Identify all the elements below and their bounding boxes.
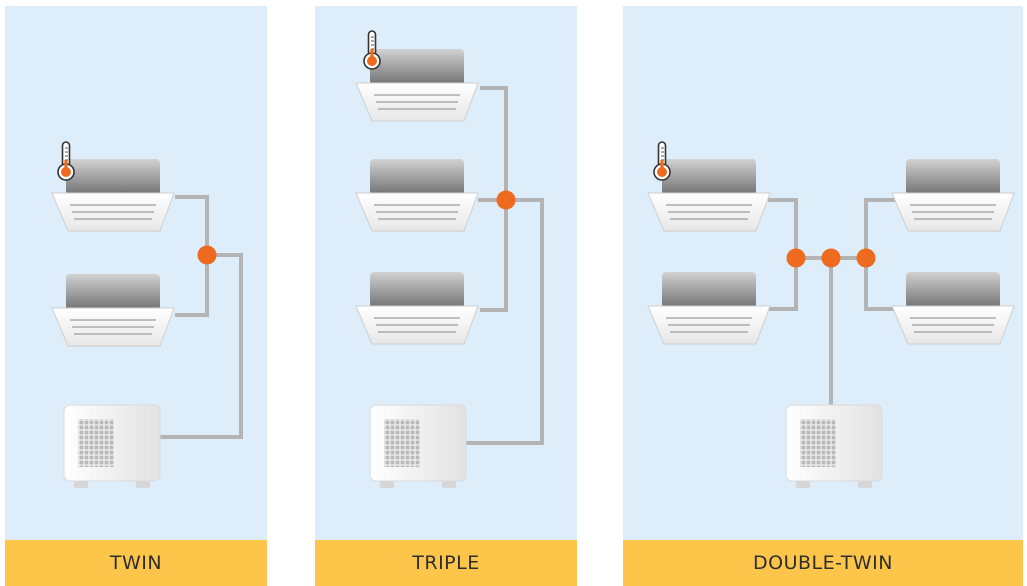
indoor-unit — [355, 271, 479, 345]
indoor-unit — [51, 273, 175, 347]
junction-node — [856, 248, 876, 268]
outdoor-unit — [785, 404, 883, 489]
junction-node — [821, 248, 841, 268]
indoor-unit — [355, 158, 479, 232]
indoor-unit — [891, 158, 1015, 232]
pipe — [160, 253, 243, 439]
triple-diagram — [355, 30, 544, 489]
label-double-twin: DOUBLE-TWIN — [623, 540, 1023, 586]
twin-diagram — [51, 141, 243, 489]
pipe — [465, 198, 544, 445]
indoor-unit — [647, 271, 771, 345]
junction-node — [197, 245, 217, 265]
junction-node — [786, 248, 806, 268]
junction-node — [496, 190, 516, 210]
outdoor-unit — [63, 404, 161, 489]
indoor-unit — [891, 271, 1015, 345]
label-twin: TWIN — [5, 540, 267, 586]
label-triple: TRIPLE — [315, 540, 577, 586]
double-twin-diagram — [647, 141, 1015, 489]
outdoor-unit — [369, 404, 467, 489]
